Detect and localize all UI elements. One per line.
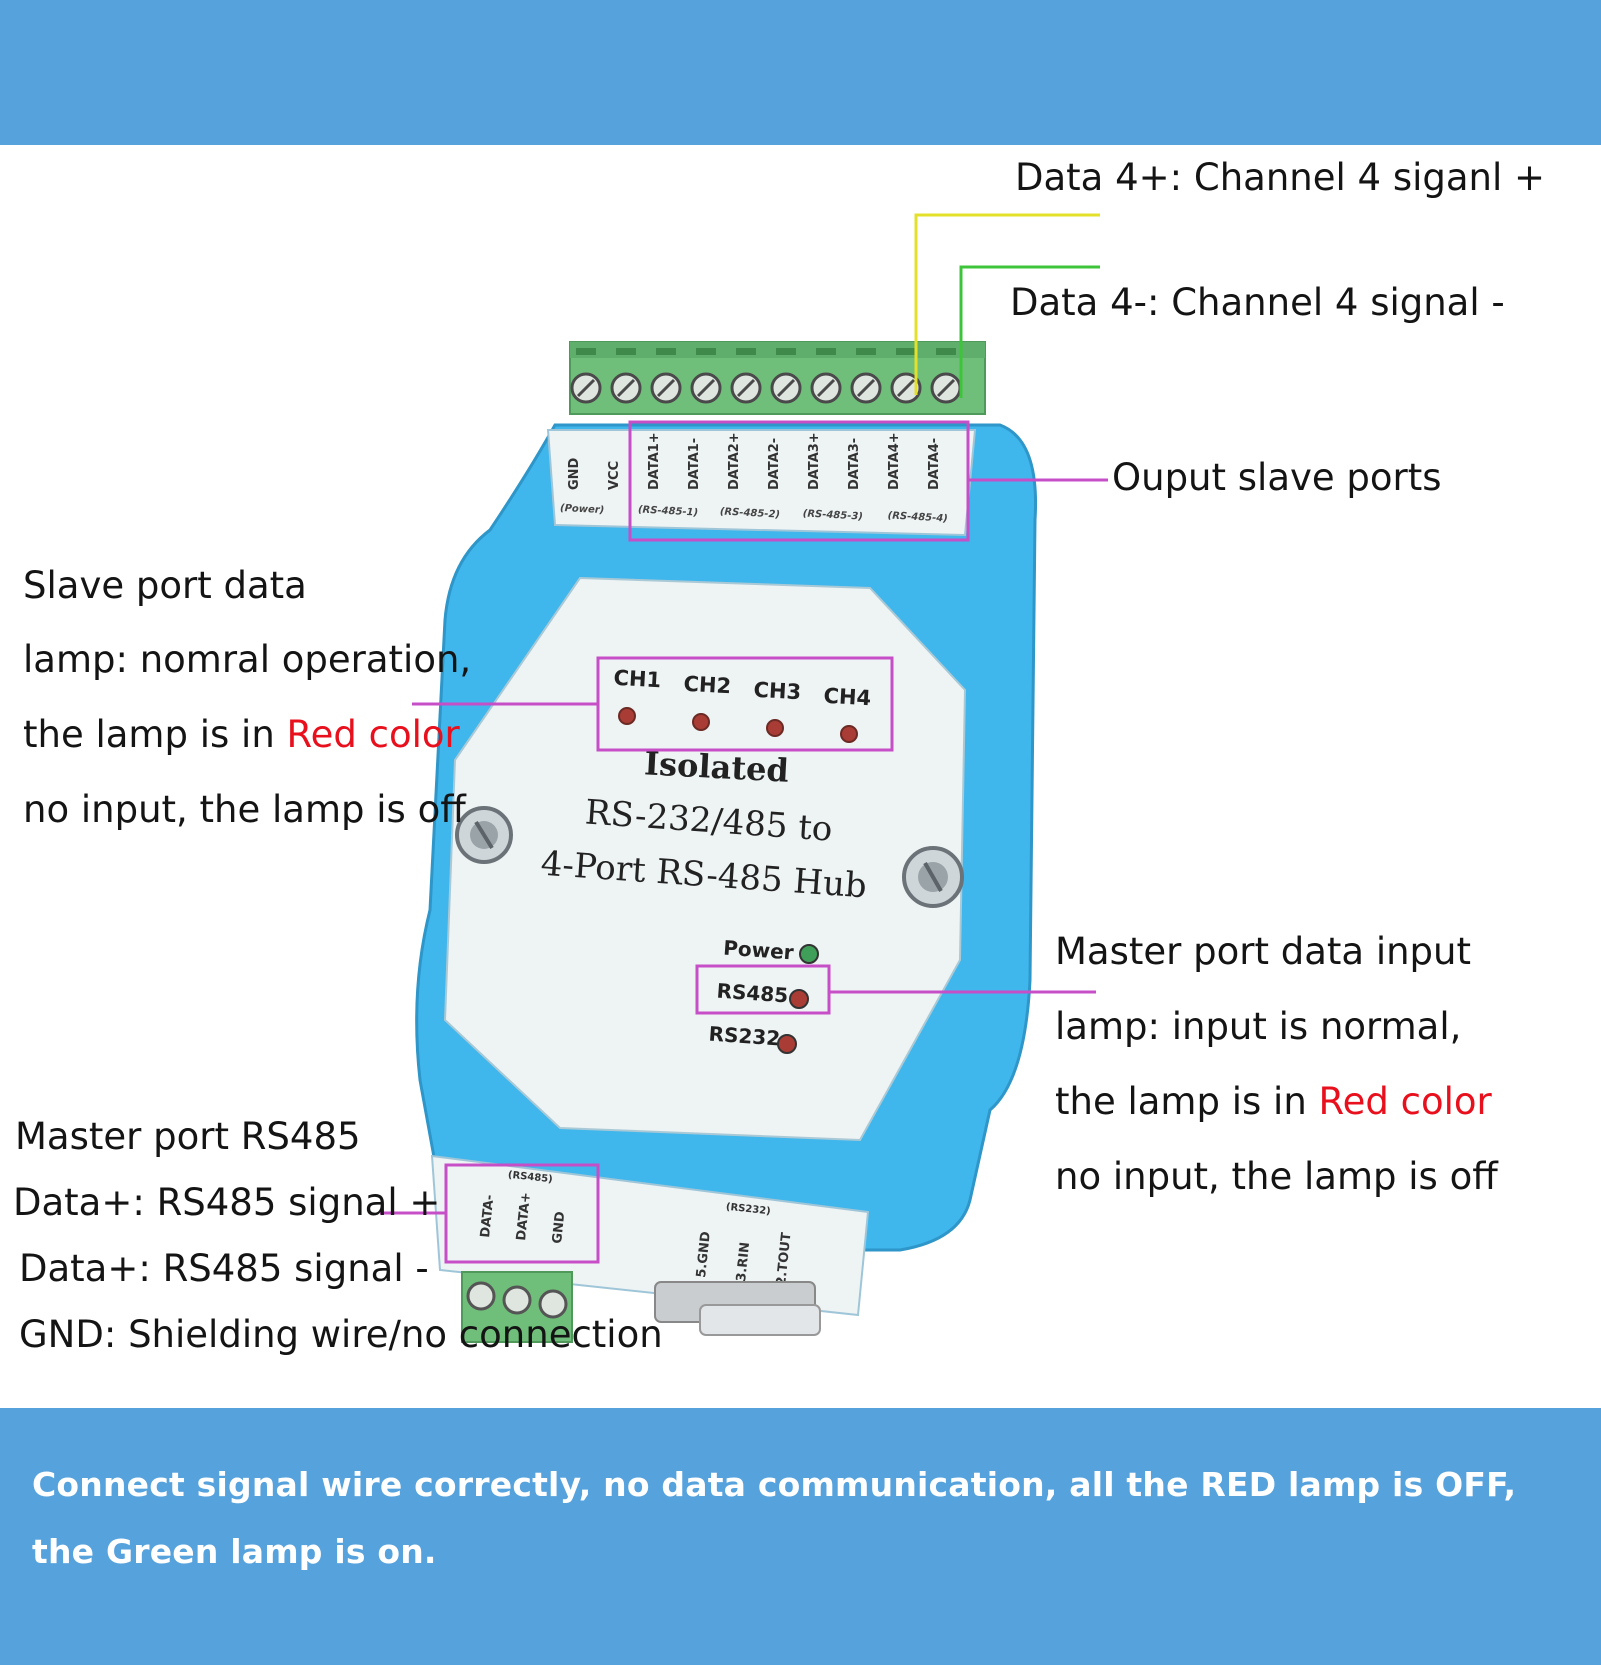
- bottom-rs232-header: (RS232): [725, 1202, 771, 1218]
- callout-master-rs485-line1: Master port RS485: [15, 1115, 361, 1158]
- terminal-slot: [696, 348, 716, 355]
- terminal-slot: [856, 348, 876, 355]
- callout-slave-lamp-line4: no input, the lamp is off: [23, 788, 466, 831]
- mounting-screw-right: [902, 846, 964, 908]
- device-illustration: GND VCC DATA1+ DATA1- DATA2+ DATA2- DATA3+ DATA…: [380, 213, 1108, 1343]
- terminal-screw-slot: [776, 378, 796, 398]
- terminal-slot: [576, 348, 596, 355]
- bottom-terminal-block: [461, 1271, 573, 1343]
- top-terminal-label: DATA1+: [647, 432, 662, 490]
- terminal-screw-slot: [576, 378, 596, 398]
- callout-slave-lamp-line2: lamp: nomral operation,: [23, 638, 472, 681]
- footer-line1: Connect signal wire correctly, no data c…: [32, 1465, 1517, 1504]
- top-terminal-label: DATA1-: [687, 438, 702, 490]
- callout-slave-lamp-line3: the lamp is in Red color: [23, 715, 460, 755]
- bottom-banner: Connect signal wire correctly, no data c…: [0, 1408, 1601, 1665]
- callout-master-lamp-line1: Master port data input: [1055, 930, 1471, 973]
- top-terminal-label: VCC: [607, 461, 622, 490]
- callout-slave-lamp-line1: Slave port data: [23, 564, 307, 607]
- channel-lamp-icon: [692, 713, 710, 731]
- bottom-rs232-label: 2.TOUT: [774, 1232, 795, 1287]
- top-terminal-label: DATA2+: [727, 432, 742, 490]
- bottom-rs485-header: (RS485): [507, 1170, 553, 1186]
- callout-master-lamp-line4: no input, the lamp is off: [1055, 1155, 1498, 1198]
- top-banner: [0, 0, 1601, 145]
- callout-lines: [380, 420, 1108, 1264]
- status-lamp-icon: [777, 1034, 797, 1054]
- channel-label: CH2: [683, 672, 732, 698]
- top-terminal-label: GND: [567, 457, 582, 490]
- top-terminal-label: DATA4+: [887, 432, 902, 490]
- terminal-screw-slot: [856, 378, 876, 398]
- top-terminal-block: [569, 341, 986, 415]
- status-lamp-label: RS232: [708, 1022, 781, 1051]
- terminal-screw-slot: [616, 378, 636, 398]
- terminal-slot: [896, 348, 916, 355]
- top-terminal-label: DATA3+: [807, 432, 822, 490]
- terminal-slot: [656, 348, 676, 355]
- callout-output-slave-ports: Ouput slave ports: [1112, 456, 1442, 499]
- top-terminal-label: DATA3-: [847, 438, 862, 490]
- terminal-slot: [776, 348, 796, 355]
- mounting-screw-left: [455, 806, 513, 864]
- callout-master-rs485-line2: Data+: RS485 signal +: [13, 1181, 441, 1224]
- top-label-strip: [546, 429, 977, 537]
- bottom-rs232-label: 3.RIN: [734, 1241, 753, 1282]
- data4-minus-wire: [959, 265, 1100, 398]
- status-lamp-icon: [789, 989, 809, 1009]
- callout-slave-lamp-line3-prefix: the lamp is in: [23, 713, 287, 756]
- terminal-screw-slot: [896, 378, 916, 398]
- callout-master-lamp-line3-prefix: the lamp is in: [1055, 1080, 1319, 1123]
- top-terminal-label: DATA4-: [927, 438, 942, 490]
- callout-data4-plus: Data 4+: Channel 4 siganl +: [1015, 156, 1546, 199]
- terminal-screw-slot: [696, 378, 716, 398]
- status-lamp-label: Power: [723, 936, 795, 965]
- bottom-rs485-label: DATA-: [478, 1194, 497, 1239]
- terminal-screw-slot: [736, 378, 756, 398]
- terminal-slot: [736, 348, 756, 355]
- top-group-label: (RS-485-3): [802, 508, 863, 522]
- top-group-label: (RS-485-1): [638, 504, 699, 518]
- callout-slave-lamp-red: Red color: [286, 713, 460, 756]
- callout-master-rs485-line3: Data+: RS485 signal -: [19, 1247, 429, 1290]
- db9-connector: [654, 1281, 821, 1336]
- power-lamp-icon: [799, 944, 819, 964]
- callout-master-rs485-line4: GND: Shielding wire/no connection: [19, 1313, 663, 1356]
- callout-master-lamp-line2: lamp: input is normal,: [1055, 1005, 1462, 1048]
- top-group-label: (RS-485-4): [887, 510, 948, 524]
- footer-line2: the Green lamp is on.: [32, 1532, 437, 1571]
- callout-master-lamp-line3: the lamp is in Red color: [1055, 1082, 1492, 1122]
- terminal-screw-slot: [656, 378, 676, 398]
- front-panel: [443, 576, 967, 1142]
- terminal-screw-slot: [816, 378, 836, 398]
- callout-master-lamp-red: Red color: [1318, 1080, 1492, 1123]
- data4-plus-wire: [914, 213, 1100, 395]
- top-group-label: (RS-485-2): [720, 506, 781, 520]
- terminal-slot: [936, 348, 956, 355]
- terminal-slot: [616, 348, 636, 355]
- top-group-label: (Power): [560, 503, 605, 516]
- channel-lamp-icon: [840, 725, 858, 743]
- terminal-slot: [816, 348, 836, 355]
- top-terminal-label: DATA2-: [767, 438, 782, 490]
- channel-lamp-icon: [618, 707, 636, 725]
- callout-data4-minus: Data 4-: Channel 4 signal -: [1010, 281, 1505, 324]
- channel-label: CH4: [823, 684, 872, 710]
- channel-label: CH3: [753, 678, 802, 704]
- device-title-line1: Isolated: [643, 744, 790, 790]
- channel-label: CH1: [613, 666, 662, 692]
- status-lamp-label: RS485: [716, 979, 789, 1008]
- bottom-rs232-label: 5.GND: [694, 1231, 714, 1279]
- terminal-screw-slot: [936, 378, 956, 398]
- channel-lamp-icon: [766, 719, 784, 737]
- bottom-rs485-label: DATA+: [514, 1191, 534, 1241]
- bottom-rs485-label: GND: [550, 1210, 568, 1244]
